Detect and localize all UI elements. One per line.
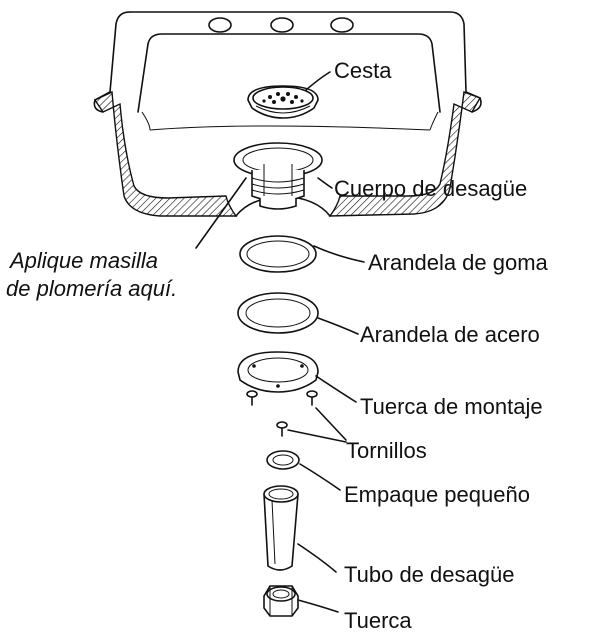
screw-icon xyxy=(246,390,258,406)
mounting-nut xyxy=(237,351,319,393)
sink-basin xyxy=(93,11,482,217)
label-small-gasket: Empaque pequeño xyxy=(344,482,530,507)
label-drain-body: Cuerpo de desagüe xyxy=(334,176,527,201)
label-mounting-nut: Tuerca de montaje xyxy=(360,394,543,419)
leader-lines xyxy=(195,71,365,613)
drain-tube xyxy=(263,485,299,571)
basket-strainer xyxy=(247,85,319,119)
screws xyxy=(246,390,318,437)
small-gasket xyxy=(266,450,300,470)
plumber-putty-note: Aplique masilla de plomería aquí. xyxy=(6,248,177,301)
hex-nut xyxy=(263,585,299,617)
label-nut: Tuerca xyxy=(344,608,412,633)
screw-icon xyxy=(306,390,318,406)
note-line-1: Aplique masilla xyxy=(8,248,158,273)
screw-icon xyxy=(276,421,288,437)
label-steel-washer: Arandela de acero xyxy=(360,322,540,347)
faucet-hole-icon xyxy=(330,17,354,33)
rubber-washer xyxy=(239,235,317,273)
label-drain-tube: Tubo de desagüe xyxy=(344,562,514,587)
part-labels: Cesta Cuerpo de desagüe Arandela de goma… xyxy=(334,58,549,633)
label-basket: Cesta xyxy=(334,58,392,83)
label-screws: Tornillos xyxy=(346,438,427,463)
label-rubber-washer: Arandela de goma xyxy=(368,250,549,275)
drain-body xyxy=(233,142,323,210)
steel-washer xyxy=(237,292,319,334)
note-line-2: de plomería aquí. xyxy=(6,276,177,301)
faucet-hole-icon xyxy=(270,17,294,33)
faucet-hole-icon xyxy=(208,17,232,33)
